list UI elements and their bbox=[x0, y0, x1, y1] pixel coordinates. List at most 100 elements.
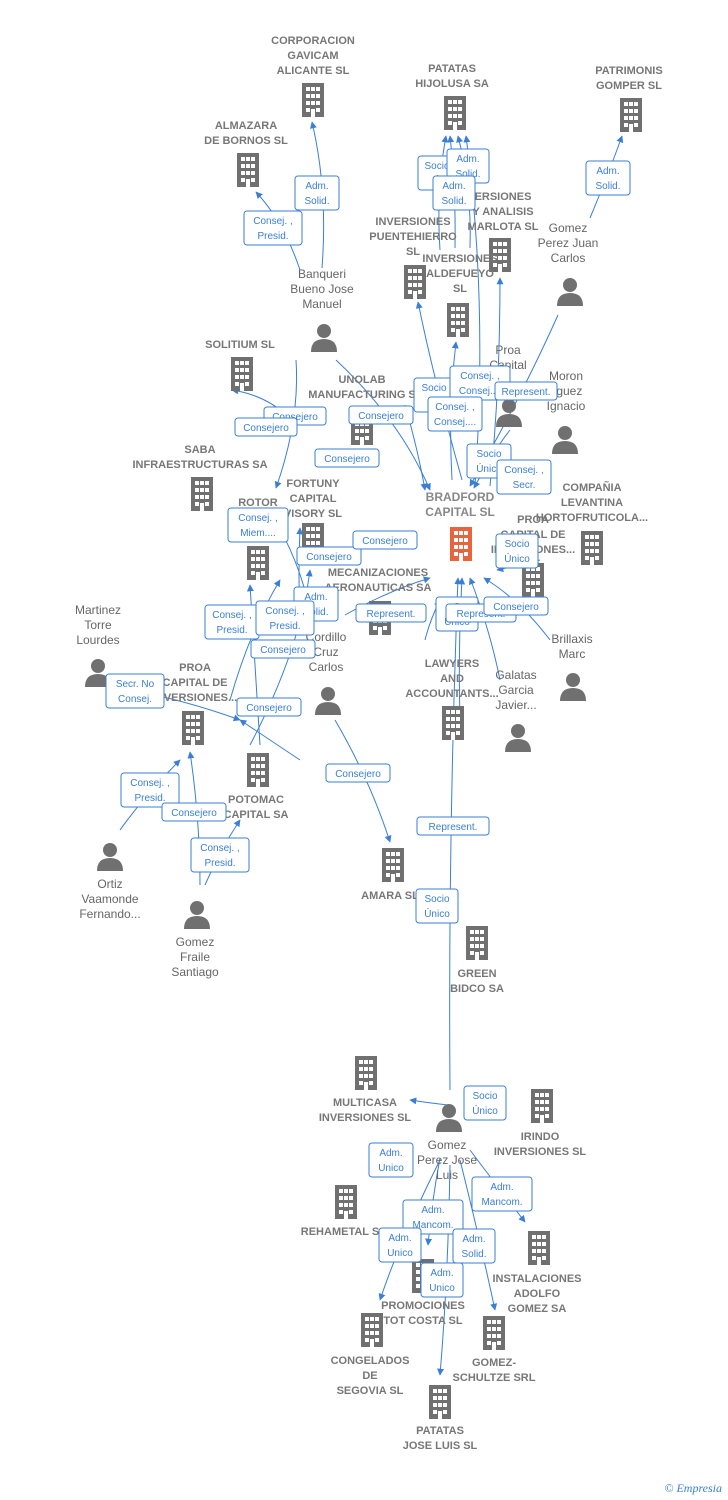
relation-badge[interactable]: Consej. ,Presid. bbox=[255, 600, 315, 636]
relation-badge[interactable]: Consej. ,Consej.... bbox=[427, 396, 483, 432]
building-icon bbox=[442, 706, 464, 740]
badge-box bbox=[494, 381, 558, 401]
relation-badge[interactable]: Consejero bbox=[296, 546, 362, 566]
relation-badge[interactable]: Consej. ,Secr. bbox=[496, 459, 552, 495]
person-icon bbox=[311, 324, 337, 352]
relation-badge[interactable]: Consejero bbox=[236, 697, 302, 717]
badge-box bbox=[234, 417, 298, 437]
relation-badge[interactable]: Consejero bbox=[483, 596, 549, 616]
badge-label: Consejero bbox=[171, 808, 217, 819]
node-label: GOMEZ-SCHULTZE SRL bbox=[453, 1357, 536, 1384]
relation-badge[interactable]: Consejero bbox=[352, 530, 418, 550]
badge-label: Adm.Solid. bbox=[303, 592, 328, 618]
relation-badge[interactable]: Adm.Mancom. bbox=[471, 1176, 533, 1212]
building-icon bbox=[444, 96, 466, 130]
node-gomez-schultze[interactable]: GOMEZ-SCHULTZE SRL bbox=[453, 1316, 536, 1384]
badge-box bbox=[314, 448, 380, 468]
node-solitium[interactable]: SOLITIUM SL bbox=[205, 339, 275, 391]
relation-badge[interactable]: Represent. bbox=[416, 816, 490, 836]
node-rehametal[interactable]: REHAMETAL S bbox=[301, 1185, 379, 1238]
building-icon bbox=[247, 753, 269, 787]
badge-box bbox=[255, 600, 315, 636]
relation-badge[interactable]: Consej. ,Presid. bbox=[120, 772, 180, 808]
node-amara[interactable]: AMARA SL bbox=[361, 848, 419, 902]
relation-badge[interactable]: Consej. ,Presid. bbox=[243, 210, 303, 246]
badge-box bbox=[190, 837, 250, 873]
relation-badge[interactable]: Adm.Unico bbox=[420, 1262, 464, 1298]
relation-badge[interactable]: Adm.Solid. bbox=[585, 160, 631, 196]
relation-badge[interactable]: Adm.Solid. bbox=[452, 1228, 496, 1264]
relation-badge[interactable]: Adm.Unico bbox=[368, 1142, 414, 1178]
relation-badge[interactable]: Adm.Solid. bbox=[432, 175, 476, 211]
relation-badge[interactable]: Adm.Mancom. bbox=[402, 1199, 464, 1235]
relation-badge[interactable]: Consej. ,Presid. bbox=[204, 604, 260, 640]
relation-badge[interactable]: Consejero bbox=[325, 763, 391, 783]
relation-badge[interactable]: Represent. bbox=[355, 603, 427, 623]
relation-badge[interactable]: Consejero bbox=[161, 802, 227, 822]
person-icon bbox=[505, 724, 531, 752]
relation-badge[interactable]: Consejero bbox=[314, 448, 380, 468]
node-label: REHAMETAL S bbox=[301, 1226, 379, 1238]
relation-badge[interactable]: Adm.Unico bbox=[378, 1227, 422, 1263]
badge-label: Adm.Mancom. bbox=[412, 1205, 453, 1231]
relation-edge bbox=[239, 719, 301, 761]
relation-badge[interactable]: Consej. ,Presid. bbox=[190, 837, 250, 873]
relation-badge[interactable]: Consejero bbox=[234, 417, 298, 437]
relation-badge[interactable]: Consejero bbox=[250, 639, 316, 659]
badge-box bbox=[585, 160, 631, 196]
relation-badge[interactable]: Adm.Solid. bbox=[294, 175, 340, 211]
relation-badge[interactable]: Consejero bbox=[348, 405, 414, 425]
relation-edge bbox=[458, 577, 466, 721]
relation-edge bbox=[409, 1097, 449, 1106]
relation-badge[interactable]: Consej. ,Miem.... bbox=[227, 507, 289, 543]
relation-badge[interactable]: Represent. bbox=[494, 381, 558, 401]
badge-box bbox=[325, 763, 391, 783]
